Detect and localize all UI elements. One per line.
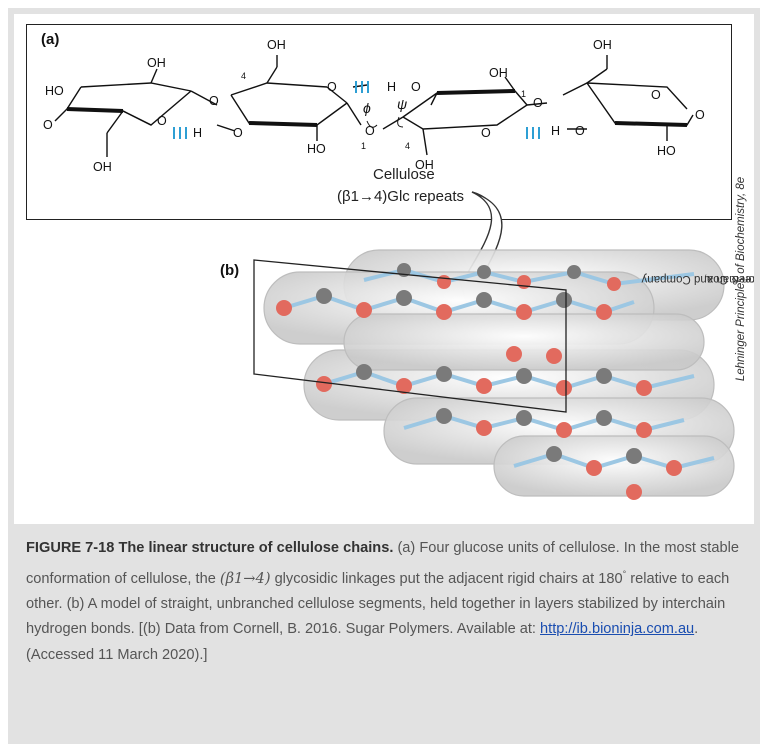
figure-caption: FIGURE 7-18 The linear structure of cell… [26, 536, 746, 668]
figure-frame: (a) [8, 8, 760, 744]
panel-a-label: (a) [41, 31, 60, 48]
credit-rest: , © 2021 W. H. Freeman and Company [641, 273, 754, 285]
atom-o-8: O [481, 126, 491, 140]
atom-h-1: H [387, 80, 396, 94]
atom-oh-2: OH [93, 160, 112, 174]
atom-o-9: O [533, 96, 543, 110]
atom-o-7: O [365, 124, 375, 138]
atom-o-5: O [411, 80, 421, 94]
caption-degree: ° [622, 568, 627, 579]
position-1-a: 1 [361, 141, 366, 151]
atom-h-2: H [193, 126, 202, 140]
cellulose-title: Cellulose [373, 166, 435, 183]
atom-o-1: O [43, 118, 53, 132]
atom-o-10: O [651, 88, 661, 102]
atom-oh-6: OH [593, 38, 612, 52]
atom-o-4: O [327, 80, 337, 94]
phi-angle: ϕ [363, 100, 371, 116]
position-4-a: 4 [241, 71, 246, 81]
atom-o-11: O [695, 108, 705, 122]
atom-o-3: O [209, 94, 219, 108]
caption-text-4: . (Accessed 11 March 2020).] [26, 621, 699, 663]
caption-text-1: (a) Four glucose units of cellulose. In … [26, 540, 739, 587]
atom-h-3: H [551, 124, 560, 138]
caption-text-3: relative to each other. (b) A model of s… [26, 570, 730, 638]
atom-o-6: O [233, 126, 243, 140]
copyright-credit: Nelson & Cox, Lehninger Principles of Bi… [642, 44, 754, 514]
caption-text-2: glycosidic linkages put the adjacent rig… [270, 570, 623, 587]
atom-oh-3: OH [267, 38, 286, 52]
cellulose-subtitle: (β1→4)Glc repeats [337, 188, 464, 205]
caption-heading: FIGURE 7-18 The linear structure of cell… [26, 540, 394, 556]
figure-artwork: (a) [14, 14, 754, 524]
atom-oh-1: OH [147, 56, 166, 70]
position-1-b: 1 [521, 89, 526, 99]
atom-ho-2: HO [307, 142, 326, 156]
atom-ho-3: HO [657, 144, 676, 158]
hydrogen-bonds [173, 81, 540, 139]
atom-oh-4: OH [415, 158, 434, 172]
bioninja-link[interactable]: http://ib.bioninja.com.au [540, 621, 695, 638]
atom-o-2: O [157, 114, 167, 128]
panel-a-box: (a) [26, 24, 732, 220]
atom-ho-1: HO [45, 84, 64, 98]
cellulose-structure: HO OH O OH O O OH O H O O H HO O OH OH O [43, 38, 705, 205]
panel-b-label: (b) [220, 262, 240, 279]
psi-angle: ψ [397, 96, 407, 112]
atom-o-12: O [575, 124, 585, 138]
atom-oh-5: OH [489, 66, 508, 80]
selection-plane [253, 259, 567, 413]
position-4-b: 4 [405, 141, 410, 151]
caption-math: (β1→4) [219, 569, 271, 587]
